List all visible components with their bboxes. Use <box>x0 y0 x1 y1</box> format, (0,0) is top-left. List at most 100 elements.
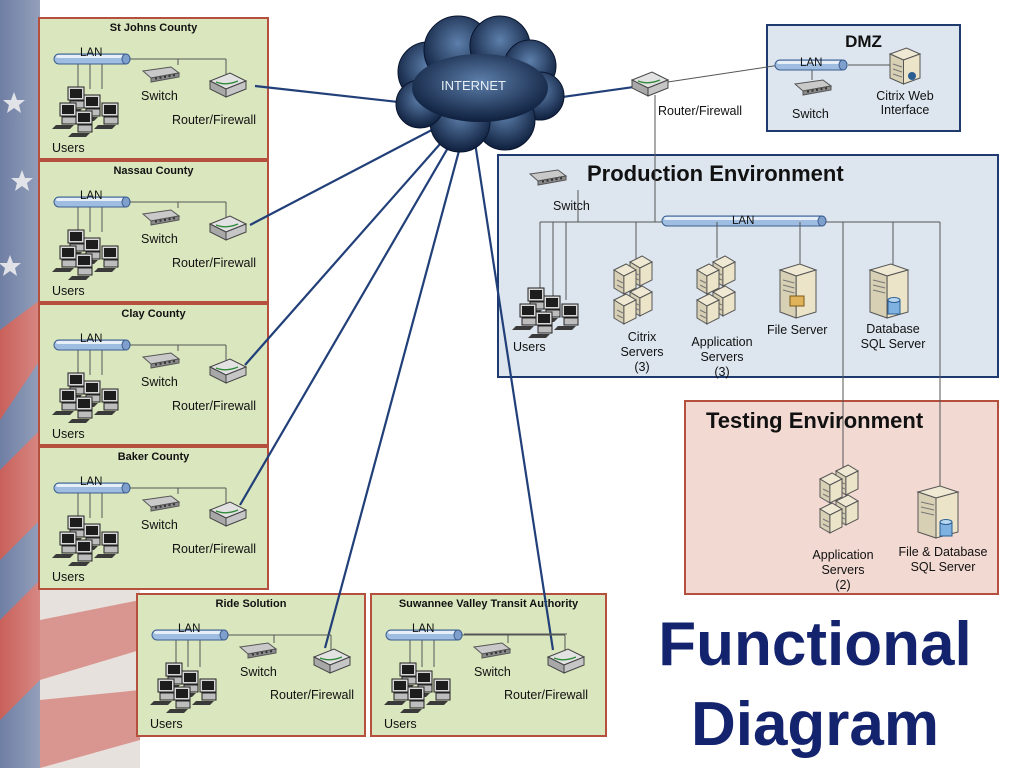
server-icon <box>612 263 638 295</box>
router-label: Router/Firewall <box>504 688 589 702</box>
lan-label: LAN <box>80 333 103 345</box>
file-server-icon <box>778 263 818 319</box>
lan-label: LAN <box>412 623 435 635</box>
users-label: Users <box>52 570 85 584</box>
lan-label: LAN <box>80 476 103 488</box>
slide-title-line1: Functional <box>658 610 972 679</box>
switch-icon <box>238 642 278 659</box>
prod-users-icon <box>512 287 579 338</box>
dmz-title: DMZ <box>845 32 882 51</box>
citrix-servers-icon <box>612 255 654 325</box>
panel-title: Ride Solution <box>215 598 287 610</box>
users-icon <box>52 372 119 423</box>
router-icon <box>208 72 248 98</box>
switch-label: Switch <box>141 375 178 389</box>
citrix-web-server-icon <box>888 47 922 85</box>
users-label: Users <box>52 427 85 441</box>
lan-bar <box>151 629 229 641</box>
dmz-switch-label: Switch <box>792 107 829 121</box>
router-icon <box>208 215 248 241</box>
prod-lan-bar <box>661 215 827 227</box>
link-internet-svta <box>468 109 555 651</box>
server-icon <box>695 263 721 295</box>
dmz-panel: DMZ <box>766 24 961 132</box>
lan-label: LAN <box>80 47 103 59</box>
router-label: Router/Firewall <box>172 113 257 127</box>
switch-icon <box>141 66 181 83</box>
users-label: Users <box>52 284 85 298</box>
production-title: Production Environment <box>587 161 844 186</box>
link-internet-ride <box>323 109 472 649</box>
router-icon <box>546 648 586 674</box>
panel-title: Baker County <box>117 451 190 463</box>
main-router-icon <box>630 71 670 97</box>
switch-icon <box>141 352 181 369</box>
link-router-dmz <box>647 64 781 86</box>
switch-label: Switch <box>141 518 178 532</box>
users-icon <box>52 86 119 137</box>
users-icon <box>52 515 119 566</box>
panel-title: Nassau County <box>113 165 194 177</box>
link-internet-clay <box>244 109 471 366</box>
panel-title: St Johns County <box>109 22 198 34</box>
server-icon <box>818 502 844 534</box>
testing-title: Testing Environment <box>706 408 924 433</box>
router-label: Router/Firewall <box>270 688 355 702</box>
users-label: Users <box>52 141 85 155</box>
test-filedb-server-icon <box>916 485 960 539</box>
panel-title: Clay County <box>121 308 186 320</box>
lan-bar <box>53 53 131 65</box>
test-app-servers-icon <box>818 464 860 534</box>
router-label: Router/Firewall <box>172 542 257 556</box>
server-icon <box>818 472 844 504</box>
users-label: Users <box>384 717 417 731</box>
lan-bar <box>53 482 131 494</box>
users-icon <box>52 229 119 280</box>
switch-label: Switch <box>474 665 511 679</box>
lan-label: LAN <box>80 190 103 202</box>
link-internet-baker <box>239 109 471 506</box>
router-icon <box>208 501 248 527</box>
file-server-label: File Server <box>767 323 828 337</box>
internet-cloud-icon <box>395 15 565 153</box>
router-label: Router/Firewall <box>172 256 257 270</box>
users-icon <box>150 662 217 713</box>
switch-icon <box>141 495 181 512</box>
db-server-icon <box>868 263 910 319</box>
users-label: Users <box>150 717 183 731</box>
switch-icon <box>141 209 181 226</box>
prod-lan-label: LAN <box>732 215 755 227</box>
lan-bar <box>385 629 463 641</box>
slide-title-line2: Diagram <box>690 690 940 759</box>
switch-label: Switch <box>141 232 178 246</box>
main-router-label: Router/Firewall <box>658 104 743 118</box>
internet-label: INTERNET <box>441 78 506 93</box>
prod-switch-icon <box>528 169 568 186</box>
router-icon <box>312 648 352 674</box>
router-icon <box>208 358 248 384</box>
lan-label: LAN <box>178 623 201 635</box>
dmz-lan-bar <box>774 59 848 71</box>
prod-users-label: Users <box>513 340 546 354</box>
panel-title: Suwannee Valley Transit Authority <box>398 598 579 610</box>
dmz-switch-icon <box>793 79 833 96</box>
dmz-lan-label: LAN <box>800 57 823 69</box>
lan-bar <box>53 339 131 351</box>
switch-label: Switch <box>141 89 178 103</box>
lan-bar <box>53 196 131 208</box>
prod-switch-label: Switch <box>553 199 590 213</box>
production-panel: Production Environment <box>497 154 999 378</box>
app-servers-icon <box>695 255 737 325</box>
server-icon <box>695 293 721 325</box>
switch-label: Switch <box>240 665 277 679</box>
router-label: Router/Firewall <box>172 399 257 413</box>
switch-icon <box>472 642 512 659</box>
